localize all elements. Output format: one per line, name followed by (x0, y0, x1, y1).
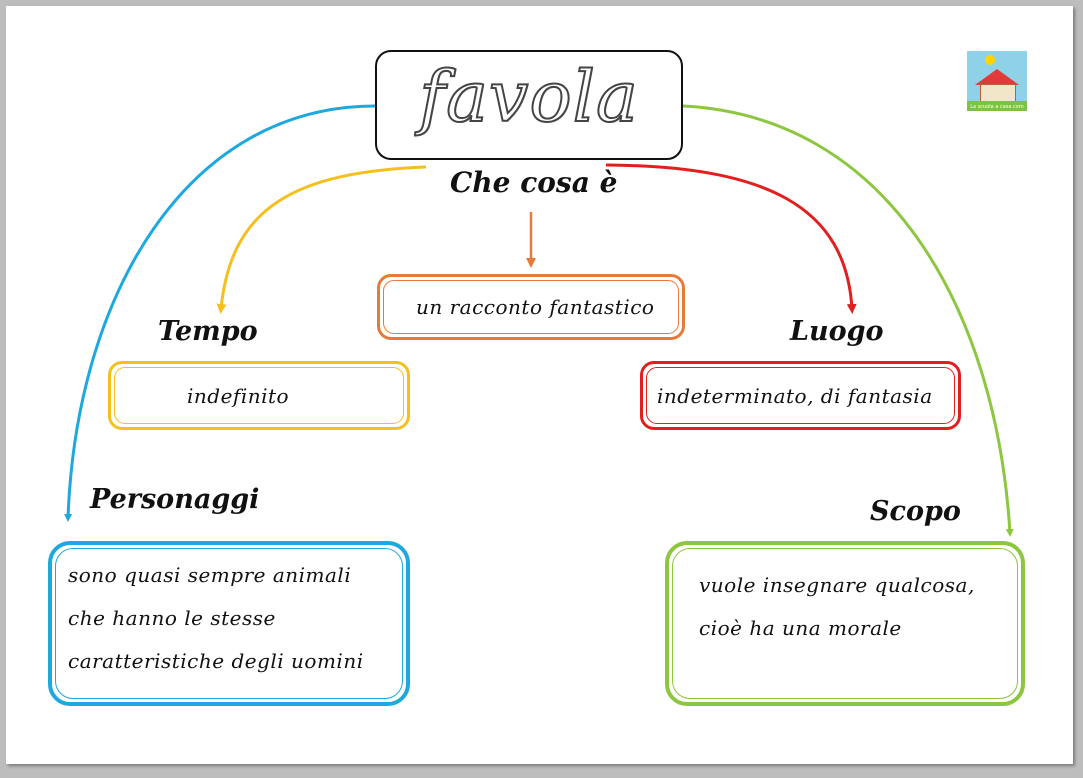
arrow-scopo (682, 104, 1014, 537)
scopo-box: vuole insegnare qualcosa, cioè ha una mo… (665, 541, 1025, 706)
page-title: favola (418, 55, 639, 139)
luogo-text: indeterminato, di fantasia (657, 384, 933, 408)
luogo-box: indeterminato, di fantasia (640, 361, 961, 430)
luogo-label: Luogo (790, 316, 884, 347)
scopo-line-2: cioè ha una morale (699, 616, 902, 640)
arrow-personaggi (64, 104, 376, 522)
scopo-line-1: vuole insegnare qualcosa, (699, 573, 975, 597)
personaggi-line-3: caratteristiche degli uomini (68, 649, 364, 673)
arrow-luogo (605, 163, 857, 314)
school-house-icon: La scuola a casa.com (967, 51, 1027, 111)
title-box: favola (375, 50, 683, 160)
scopo-label: Scopo (870, 496, 961, 527)
definition-text: un racconto fantastico (416, 295, 655, 319)
personaggi-line-1: sono quasi sempre animali (68, 563, 352, 587)
question-label: Che cosa è (450, 166, 618, 199)
personaggi-line-2: che hanno le stesse (68, 606, 276, 630)
personaggi-box: sono quasi sempre animali che hanno le s… (48, 541, 410, 706)
definition-box: un racconto fantastico (377, 274, 685, 340)
tempo-label: Tempo (158, 316, 258, 347)
tempo-text: indefinito (187, 384, 290, 408)
logo-text: La scuola a casa.com (970, 104, 1024, 110)
tempo-box: indefinito (108, 361, 410, 430)
worksheet-page: favola La scuola a casa.com Che cosa è u… (6, 6, 1073, 764)
personaggi-label: Personaggi (90, 484, 260, 515)
arrow-tempo (216, 165, 427, 314)
connector-arrows (64, 104, 1014, 537)
